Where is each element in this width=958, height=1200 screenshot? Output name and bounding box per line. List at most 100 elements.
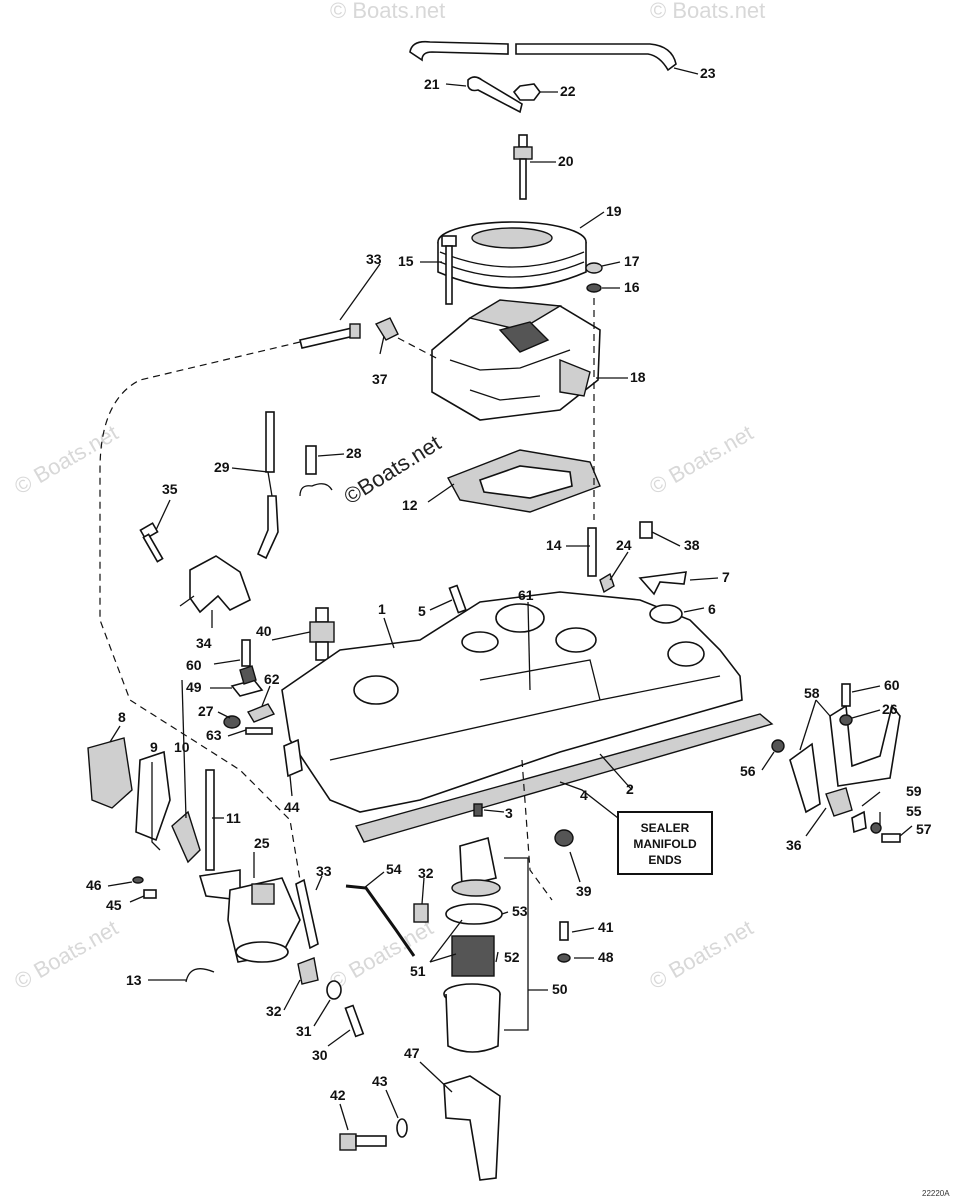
fuel-tube	[345, 884, 416, 957]
callout-51: 51	[410, 963, 426, 979]
bracket	[283, 738, 303, 778]
lock-washer	[396, 1118, 408, 1138]
callout-34: 34	[196, 635, 212, 651]
callout-60: 60	[884, 677, 900, 693]
plate	[638, 571, 687, 596]
screw	[143, 889, 157, 899]
fuel-filter	[443, 836, 503, 1053]
callout-13: 13	[126, 972, 142, 988]
callout-10: 10	[174, 739, 190, 755]
callout-35: 35	[162, 481, 178, 497]
bolt	[139, 522, 164, 563]
figure-code: 22220A	[922, 1189, 950, 1198]
callout-46: 46	[86, 877, 102, 893]
callout-32: 32	[266, 1003, 282, 1019]
callout-27: 27	[198, 703, 214, 719]
fitting	[413, 903, 429, 923]
callout-62: 62	[264, 671, 280, 687]
callout-33: 33	[366, 251, 382, 267]
elbow-fitting	[374, 317, 399, 341]
callout-labels: 1 2 3 4 5 6 7 8 9 10 11 12 13 14 15 16 1…	[86, 65, 932, 1103]
assembly-line	[521, 759, 553, 901]
gasket-opening	[478, 465, 573, 499]
watermark: © Boats.net	[645, 915, 757, 994]
callout-50: 50	[552, 981, 568, 997]
callout-12: 12	[402, 497, 418, 513]
washer	[132, 876, 144, 884]
callout-8: 8	[118, 709, 126, 725]
vent-nut	[512, 83, 541, 101]
sealer-note-box: SEALER MANIFOLD ENDS	[617, 811, 713, 875]
nut	[554, 829, 574, 847]
hose-clip	[299, 483, 333, 497]
callout-45: 45	[106, 897, 122, 913]
callout-42: 42	[330, 1087, 346, 1103]
plug	[473, 803, 483, 817]
callout-47: 47	[404, 1045, 420, 1061]
center-watermark: ©Boats.net	[339, 430, 445, 509]
callout-61: 61	[518, 587, 534, 603]
callout-56: 56	[740, 763, 756, 779]
long-stud	[441, 235, 457, 305]
callout-9: 9	[150, 739, 158, 755]
filter-bracket	[443, 1075, 501, 1181]
callout-52: 52	[504, 949, 520, 965]
fuel-line-tube	[295, 878, 319, 950]
callout-37: 37	[372, 371, 388, 387]
callout-59: 59	[906, 783, 922, 799]
callout-29: 29	[214, 459, 230, 475]
bolt	[241, 639, 251, 667]
callout-41: 41	[598, 919, 614, 935]
callout-4: 4	[580, 787, 588, 803]
watermark: © Boats.net	[645, 420, 757, 499]
callout-15: 15	[398, 253, 414, 269]
callout-49: 49	[186, 679, 202, 695]
temperature-sender	[309, 607, 335, 661]
callout-53: 53	[512, 903, 528, 919]
callout-5: 5	[418, 603, 426, 619]
nut	[223, 715, 241, 729]
callout-20: 20	[558, 153, 574, 169]
callout-44: 44	[284, 799, 300, 815]
pump-gasket	[171, 810, 201, 864]
clamp	[825, 787, 853, 817]
callout-58: 58	[804, 685, 820, 701]
callout-14: 14	[546, 537, 562, 553]
clip	[239, 665, 257, 685]
hose-short	[305, 445, 317, 475]
callout-18: 18	[630, 369, 646, 385]
callout-leaders	[107, 67, 913, 1131]
callout-48: 48	[598, 949, 614, 965]
callout-33: 33	[316, 863, 332, 879]
callout-17: 17	[624, 253, 640, 269]
nut	[585, 262, 603, 274]
nut	[771, 739, 785, 753]
bolt	[344, 1004, 365, 1038]
carburetor	[431, 299, 601, 421]
spacer	[851, 810, 867, 834]
assembly-line	[99, 341, 301, 881]
callout-32: 32	[418, 865, 434, 881]
callout-60: 60	[186, 657, 202, 673]
callout-38: 38	[684, 537, 700, 553]
flame-arrestor	[437, 221, 587, 289]
nut	[557, 953, 571, 963]
watermark: © Boats.net	[325, 915, 437, 994]
callout-57: 57	[916, 821, 932, 837]
callout-11: 11	[226, 810, 241, 826]
manifold-gasket	[354, 713, 774, 843]
vent-tube	[409, 40, 677, 72]
callout-1: 1	[378, 601, 386, 617]
callout-23: 23	[700, 65, 716, 81]
callout-26: 26	[882, 701, 898, 717]
callout-19: 19	[606, 203, 622, 219]
vacuum-hose	[256, 411, 279, 560]
callout-24: 24	[616, 537, 632, 553]
fitting	[297, 957, 319, 985]
callout-25: 25	[254, 835, 270, 851]
callout-30: 30	[312, 1047, 328, 1063]
washer	[586, 283, 602, 293]
screw	[559, 921, 569, 941]
bracket	[189, 555, 251, 614]
